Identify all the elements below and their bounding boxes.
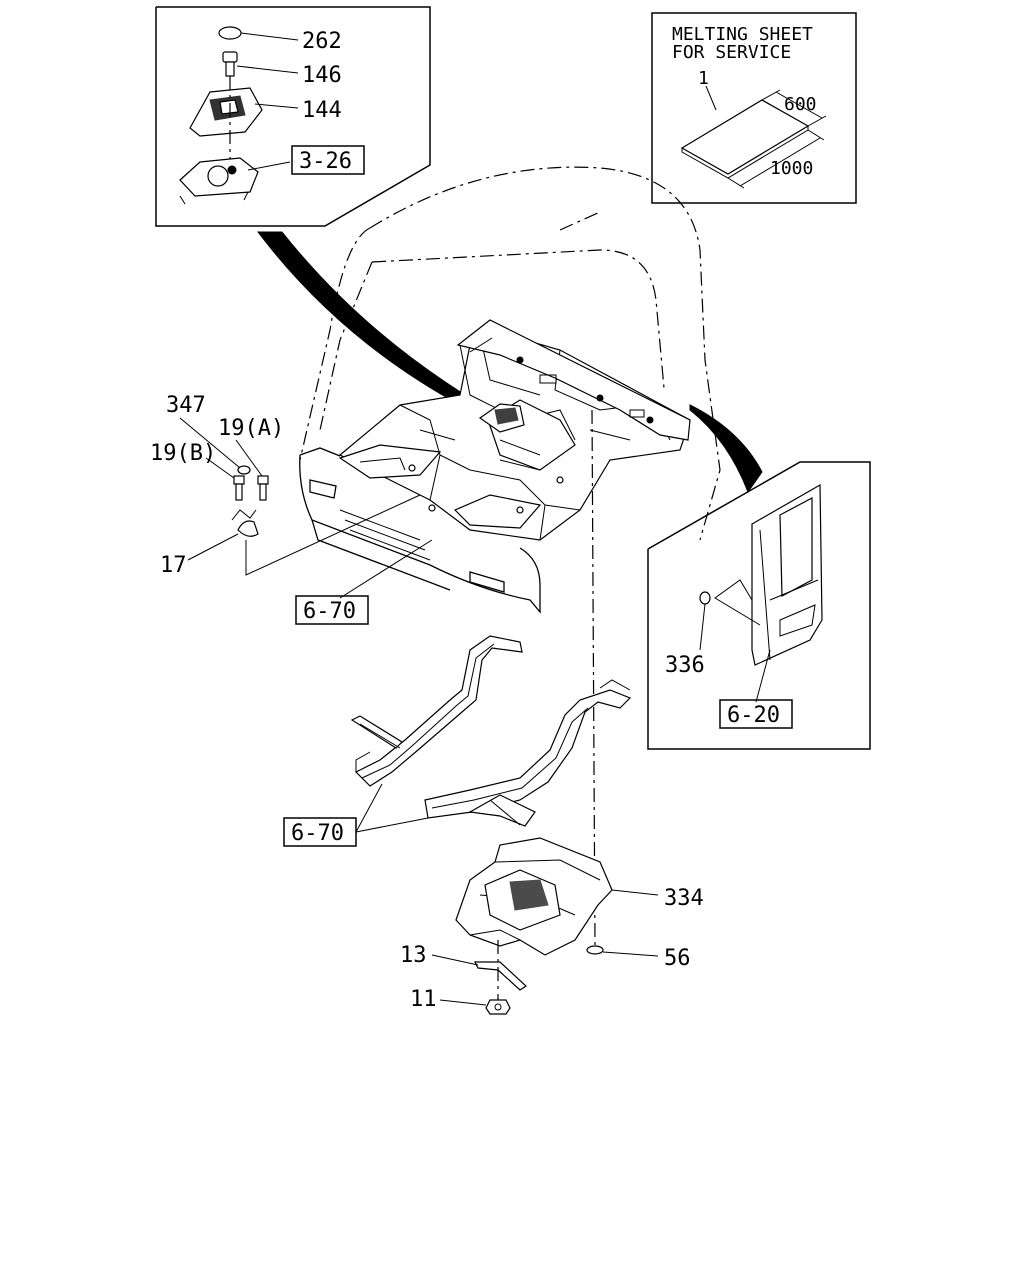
callout-262: 262 <box>302 29 342 54</box>
callout-347: 347 <box>166 393 206 418</box>
melting-sheet-title-2: FOR SERVICE <box>672 42 791 63</box>
ref-box-6-70-upper <box>295 595 369 625</box>
ref-box-6-20 <box>719 699 793 729</box>
callout-144: 144 <box>302 98 342 123</box>
callout-56: 56 <box>664 946 691 971</box>
callout-336: 336 <box>665 653 705 678</box>
ref-6-20: 6-20 <box>727 703 780 728</box>
shift-lever-inset <box>155 6 431 227</box>
callout-13: 13 <box>400 943 427 968</box>
ref-6-70-upper: 6-70 <box>303 599 356 624</box>
ref-box-3-26 <box>291 145 365 175</box>
leader-arrow-right <box>689 404 763 494</box>
rear-panel-inset <box>647 461 871 750</box>
callout-334: 334 <box>664 886 704 911</box>
callout-1: 1 <box>698 68 709 89</box>
callout-17: 17 <box>160 553 187 578</box>
dim-1000: 1000 <box>770 158 813 179</box>
dim-600: 600 <box>784 94 817 115</box>
ref-3-26: 3-26 <box>299 149 352 174</box>
callout-19b: 19(B) <box>150 441 216 466</box>
ref-box-6-70-lower <box>283 817 357 847</box>
bracket-13 <box>474 961 527 991</box>
ref-6-70-lower: 6-70 <box>291 821 344 846</box>
fastener-group <box>179 417 421 576</box>
frame-rails <box>350 635 632 827</box>
melting-sheet-title-1: MELTING SHEET <box>672 24 813 45</box>
nut-11 <box>485 999 511 1015</box>
callout-11: 11 <box>410 987 437 1012</box>
callout-146: 146 <box>302 63 342 88</box>
melting-sheet-inset <box>651 12 857 204</box>
clip-56 <box>586 945 604 955</box>
callout-19a: 19(A) <box>218 416 284 441</box>
cab-body <box>299 166 721 946</box>
floor-console-334 <box>455 837 659 956</box>
